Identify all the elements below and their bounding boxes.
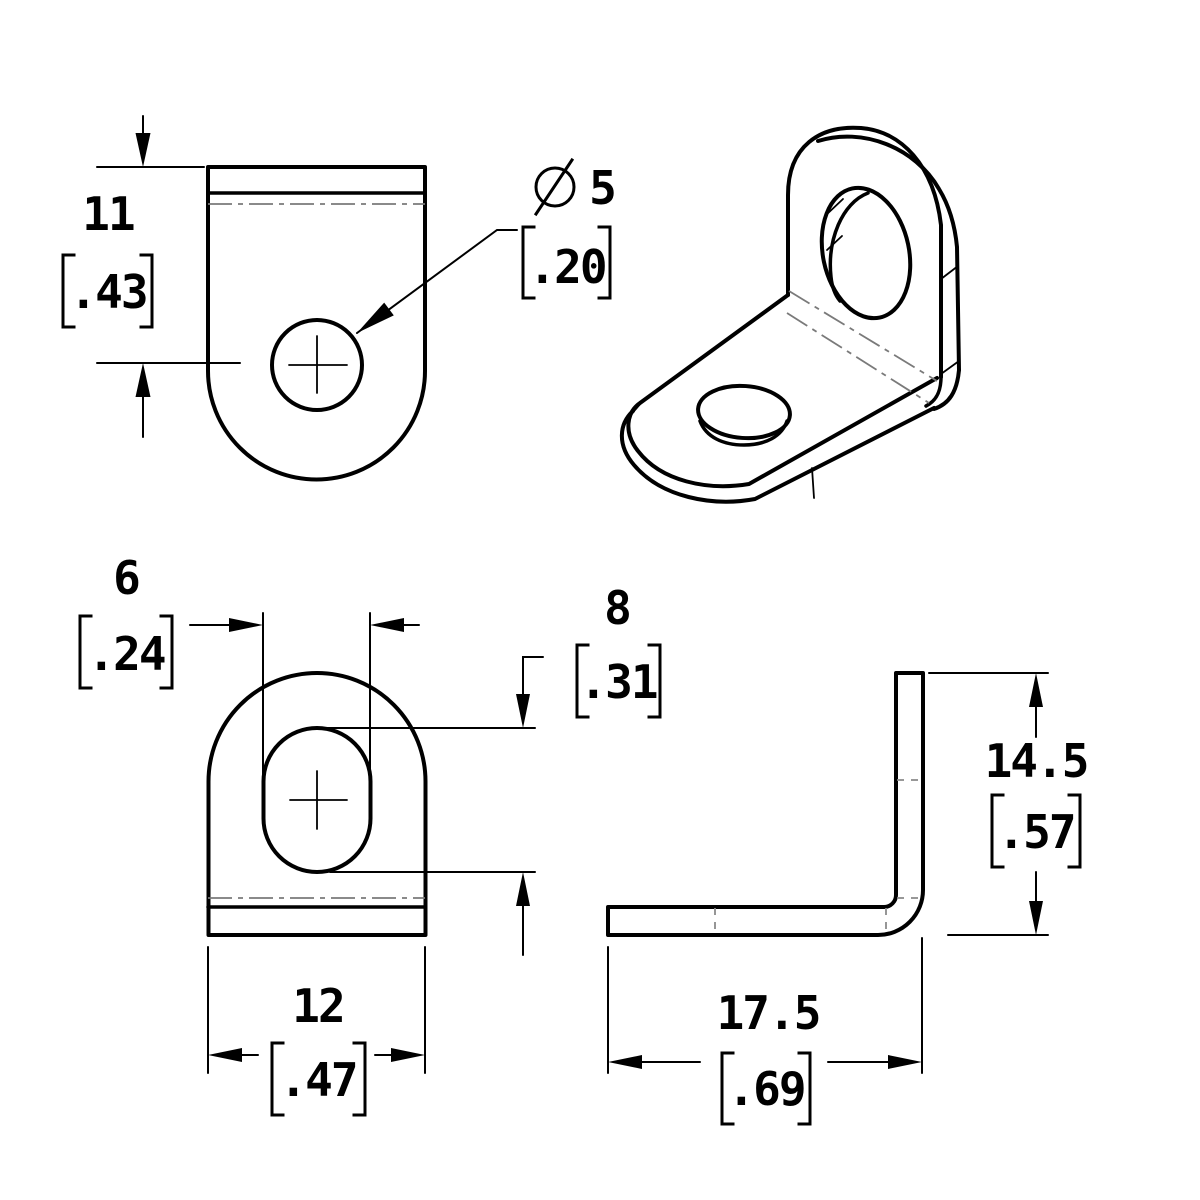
iso-slot-wall-tick: [824, 198, 844, 217]
arrowhead-leader-icon: [357, 302, 394, 333]
inch-bracket: [647, 643, 662, 719]
iso-base-top-face: [626, 293, 939, 489]
dim-slot-width: 6 .24: [78, 551, 420, 778]
inch-bracket: [575, 643, 590, 719]
iso-slot-hole: [819, 185, 913, 321]
arrowhead-left-icon: [208, 1048, 242, 1062]
iso-bend-outer-edge: [932, 368, 961, 411]
iso-base-hole-inner-wall: [698, 419, 789, 447]
iso-slot-inner-wall: [828, 191, 870, 303]
inch-bracket: [521, 225, 536, 300]
dim-mm-label: 17.5: [717, 986, 820, 1040]
top-view-hole: [270, 318, 364, 412]
side-view: 14.5 .57 17.5 .69: [606, 671, 1089, 1126]
dim-inch-label: .31: [579, 655, 656, 709]
dim-mm-label: 12: [292, 979, 343, 1033]
inch-bracket: [270, 1041, 285, 1117]
arrowhead-left-icon: [370, 618, 404, 632]
side-view-outline: [606, 671, 925, 937]
iso-bend-tangent-line: [786, 312, 930, 404]
dim-inch-label: .57: [997, 805, 1074, 859]
top-view: 11 .43 5 .20: [61, 115, 617, 482]
front-view-slot: [261, 726, 373, 874]
dim-mm-label: 6: [113, 551, 139, 605]
inch-bracket: [990, 793, 1005, 869]
dim-mm-label: 11: [82, 187, 134, 241]
dim-mm-label: 5: [589, 161, 615, 215]
arrowhead-up-icon: [516, 872, 530, 906]
dim-overall-length: 17.5 .69: [607, 937, 923, 1126]
arrow-bend: [522, 656, 544, 696]
dim-hole-diameter: 5 .20: [356, 157, 617, 334]
inch-bracket: [139, 253, 154, 329]
inch-bracket: [61, 253, 76, 329]
isometric-view: [619, 125, 961, 504]
inch-bracket: [797, 1051, 812, 1126]
dim-mm-label: 8: [604, 581, 630, 635]
inch-bracket: [352, 1041, 367, 1117]
inch-bracket: [597, 225, 612, 300]
dim-inch-label: .47: [279, 1053, 356, 1107]
dim-inch-label: .20: [528, 240, 605, 294]
arrowhead-up-icon: [1029, 673, 1043, 707]
iso-bend-inner-edge: [924, 375, 943, 408]
dim-inch-label: .69: [727, 1062, 804, 1116]
iso-bend-tangent-line: [788, 290, 938, 382]
inch-bracket: [78, 614, 93, 690]
arrowhead-right-icon: [888, 1055, 922, 1069]
inch-bracket: [159, 614, 174, 690]
dim-mm-label: 14.5: [985, 734, 1088, 788]
dim-overall-width: 12 .47: [207, 946, 426, 1117]
arrowhead-right-icon: [229, 618, 263, 632]
iso-base-bottom-edge: [619, 406, 936, 504]
dim-overall-height: 14.5 .57: [928, 672, 1089, 936]
inch-bracket: [720, 1051, 735, 1126]
arrowhead-down-icon: [1029, 901, 1043, 935]
inch-bracket: [1067, 793, 1082, 869]
arrowhead-down-icon: [516, 694, 530, 728]
front-view-outline: [206, 671, 428, 937]
arrowhead-right-icon: [391, 1048, 425, 1062]
iso-base-hole: [696, 383, 792, 441]
arrowhead-down-icon: [135, 133, 151, 167]
iso-slot-wall-tick: [826, 235, 843, 251]
top-view-outline: [206, 165, 427, 482]
front-view: 6 .24 8 .31 12: [78, 551, 662, 1117]
iso-flange-front-face: [786, 125, 943, 379]
dim-slot-height: 8 .31: [319, 581, 662, 956]
dim-inch-label: .24: [87, 627, 164, 681]
dim-inch-label: .43: [69, 265, 146, 319]
iso-base-corner-edge: [631, 401, 642, 413]
diameter-sign-icon: [533, 157, 576, 217]
iso-flange-rim-tick: [940, 360, 960, 375]
iso-flange-back-arc: [816, 134, 961, 372]
iso-base-rim-tick: [811, 467, 815, 499]
arrowhead-left-icon: [608, 1055, 642, 1069]
dim-flange-offset: 11 .43: [61, 115, 241, 438]
arrowhead-up-icon: [135, 363, 151, 397]
leader-line: [356, 229, 518, 334]
iso-flange-rim-tick: [940, 265, 959, 280]
